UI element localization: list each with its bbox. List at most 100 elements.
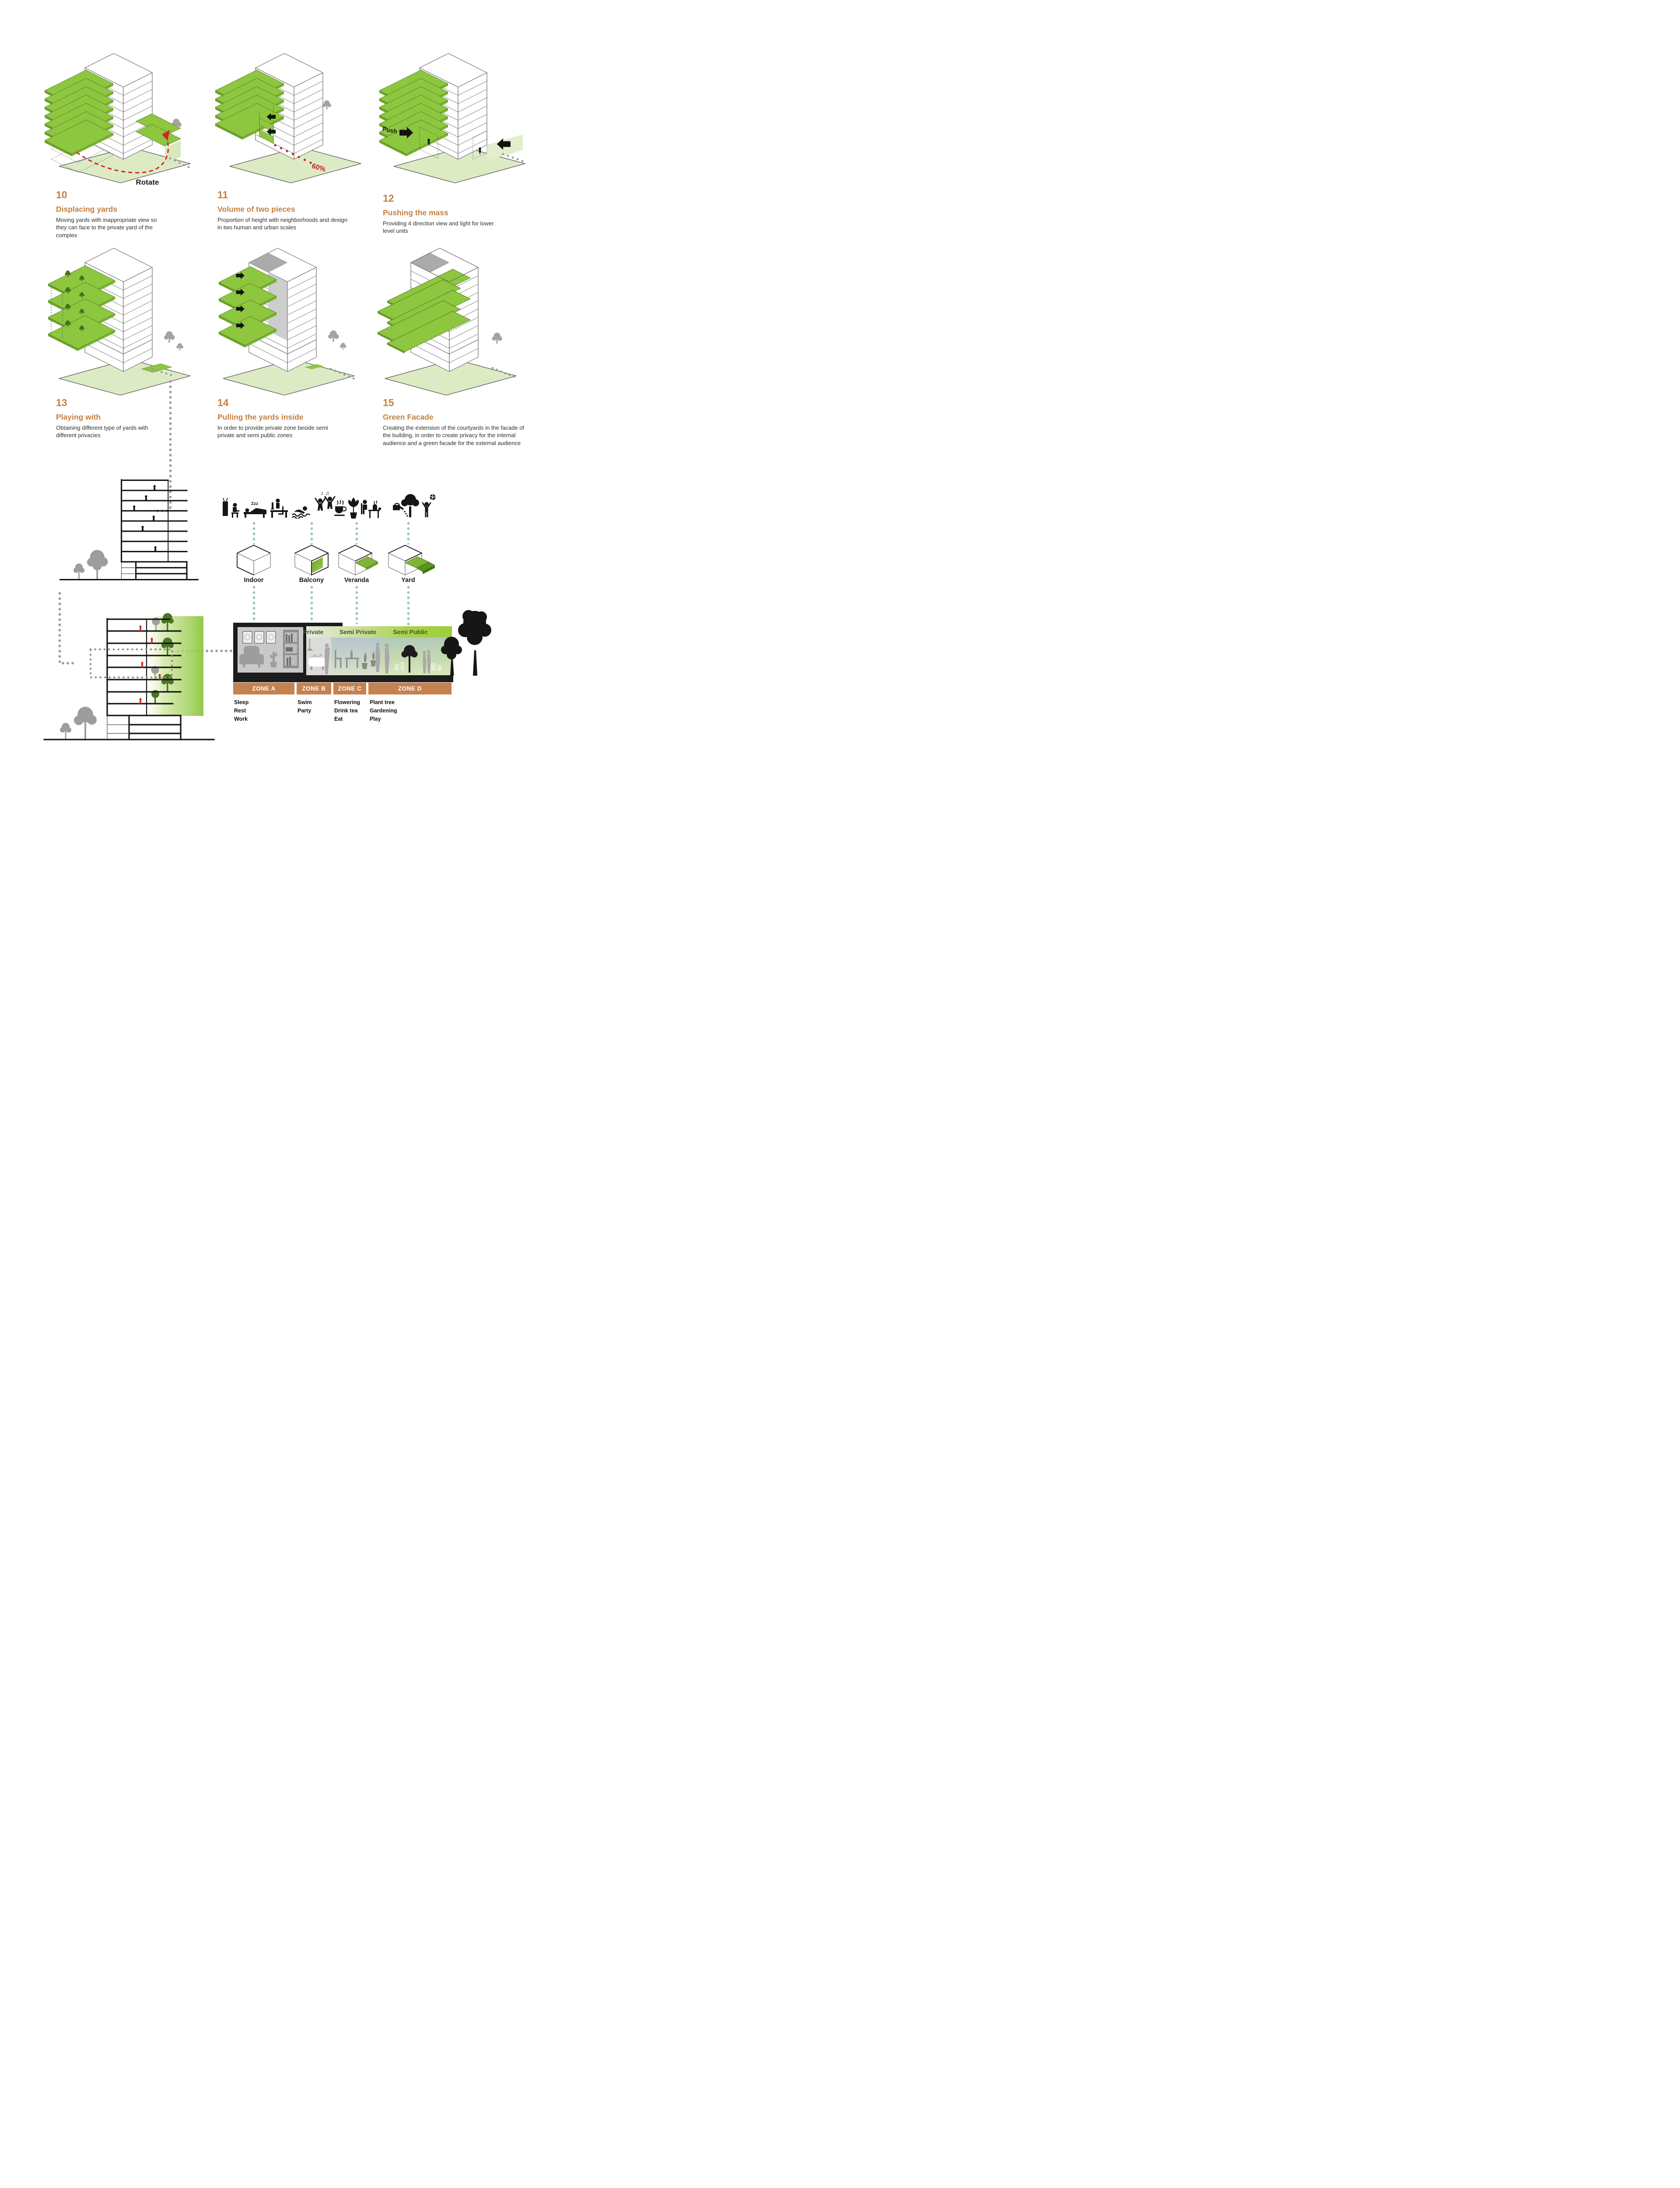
teal-dots-balcony-2: [310, 586, 313, 624]
cactus-icon: [270, 652, 277, 667]
elevation-section-drawing-1: [60, 479, 199, 581]
gray-trees-icon: [73, 550, 108, 580]
diagram-green-facade: [377, 248, 517, 396]
teal-dots-indoor-2: [252, 586, 256, 624]
step-title: Volume of two pieces: [217, 205, 295, 214]
people-figures: [133, 485, 157, 552]
activity: Plant tree: [370, 699, 395, 705]
person-silhouette: [375, 642, 380, 672]
section-semi-private-zone: [331, 638, 382, 675]
teal-dots-yard-2: [407, 586, 410, 628]
person-at-table-icon: [361, 500, 381, 518]
step-description: Obtaining different type of yards with d…: [56, 424, 148, 439]
coffee-cup-icon: [334, 500, 346, 516]
diagram-volume-two-pieces: 60%: [215, 53, 361, 183]
black-tree-icon: [401, 645, 418, 673]
zone-d-activities: Plant tree Gardening Play: [370, 698, 397, 723]
zone-a-activities: Sleep Rest Work: [234, 698, 248, 723]
privacy-gradient-band: [306, 626, 452, 638]
living-room-furniture: [239, 630, 299, 668]
design-process-poster: Rotate 60% Push 10 Displacing yards Movi…: [0, 0, 560, 784]
connector-dots-vertical-left: [58, 592, 61, 663]
watering-tree-icon: [393, 494, 419, 517]
balcony-box-diagram: [294, 545, 329, 576]
podium-thin-lines: [121, 561, 136, 580]
space-type-label: Yard: [401, 577, 415, 584]
elevation-section-drawing-2: [43, 613, 215, 740]
diagram-displacing-yards: Rotate: [44, 53, 191, 186]
teal-dots-veranda-2: [355, 586, 358, 624]
yard-box-diagram: [388, 545, 435, 575]
step-title: Green Facade: [383, 413, 434, 421]
privacy-label-semi-private: Semi Private: [339, 628, 377, 635]
step-number: 13: [56, 397, 67, 408]
step-description: Proportion of height with neighborhoods …: [217, 217, 348, 231]
zone-c-bar: ZONE C: [333, 683, 366, 694]
armchair-icon: [239, 646, 264, 667]
section-private-zone: [306, 638, 331, 675]
child-with-ball-icon: [422, 494, 436, 517]
step-number: 15: [383, 397, 394, 408]
activity: Flowering: [334, 699, 360, 705]
step-14-text: 14 Pulling the yards inside In order to …: [217, 397, 336, 439]
step-11-text: 11 Volume of two pieces Proportion of he…: [217, 189, 349, 231]
swimmer-icon: [291, 506, 311, 519]
zone-b-activities: Swim Party: [298, 698, 312, 715]
activity: Sleep: [234, 699, 249, 705]
connector-dots-vertical: [169, 380, 172, 511]
step-description: In order to provide private zone beside …: [217, 424, 328, 439]
couple-silhouette: [423, 650, 431, 673]
zone-a-bar: ZONE A: [233, 683, 294, 694]
zone-b-bar: ZONE B: [297, 683, 331, 694]
section-zone-a-room: [233, 623, 308, 677]
step-12-text: 12 Pushing the mass Providing 4 directio…: [383, 193, 505, 235]
step-description: Moving yards with inappropriate view so …: [56, 217, 157, 238]
step-10-text: 10 Displacing yards Moving yards with in…: [56, 189, 165, 239]
tv-watcher-icon: [223, 498, 239, 518]
activity: Play: [370, 715, 381, 722]
zzz-text: Zzz: [251, 501, 258, 506]
privacy-label-semi-public: Semi Public: [393, 628, 428, 635]
step-number: 12: [383, 193, 394, 204]
connector-dots-corner: [61, 662, 76, 665]
teal-dots-indoor: [252, 522, 256, 544]
veranda-box-diagram: [338, 545, 378, 575]
step-number: 11: [217, 189, 228, 200]
section-semi-public-zone: [382, 638, 452, 675]
party-people-icon: ♪ ♫: [315, 490, 336, 511]
annotation-rotate: Rotate: [136, 178, 159, 186]
potted-plant-icon: [348, 498, 359, 519]
building-section-lines: [60, 479, 199, 581]
podium-thin-lines: [107, 715, 129, 740]
music-notes-text: ♪ ♫: [321, 490, 329, 496]
step-title: Displacing yards: [56, 205, 118, 214]
diagram-playing-with: [48, 248, 191, 396]
teal-dots-yard: [407, 522, 410, 544]
space-type-label: Balcony: [299, 577, 324, 584]
step-title: Pulling the yards inside: [217, 413, 304, 421]
indoor-box-diagram: [237, 545, 271, 575]
gray-trees-icon: [60, 707, 97, 740]
step-15-text: 15 Green Facade Creating the extension o…: [383, 397, 532, 447]
bathtub-icon: [308, 657, 327, 667]
step-description: Providing 4 direction view and light for…: [383, 220, 494, 235]
privacy-label-private: Private: [303, 628, 324, 635]
parent-child-silhouette: [325, 643, 330, 674]
activity: Rest: [234, 707, 246, 714]
step-13-text: 13 Playing with Obtaining different type…: [56, 397, 170, 439]
activity: Drink tea: [334, 707, 358, 714]
activity: Gardening: [370, 707, 397, 714]
teal-dots-veranda: [355, 522, 358, 544]
big-black-trees: [441, 610, 491, 676]
space-type-label: Indoor: [244, 577, 264, 584]
step-description: Creating the extension of the courtyards…: [383, 424, 525, 446]
dotted-focus-rectangle: [89, 648, 173, 679]
step-title: Playing with: [56, 413, 101, 421]
zone-c-activities: Flowering Drink tea Eat: [334, 698, 360, 723]
sleeping-person-icon: Zzz: [244, 501, 266, 518]
teal-dots-balcony: [310, 522, 313, 544]
desk-worker-icon: [270, 498, 288, 518]
table-chair-icons: [335, 649, 359, 668]
step-number: 10: [56, 189, 67, 200]
activity: Work: [234, 715, 248, 722]
